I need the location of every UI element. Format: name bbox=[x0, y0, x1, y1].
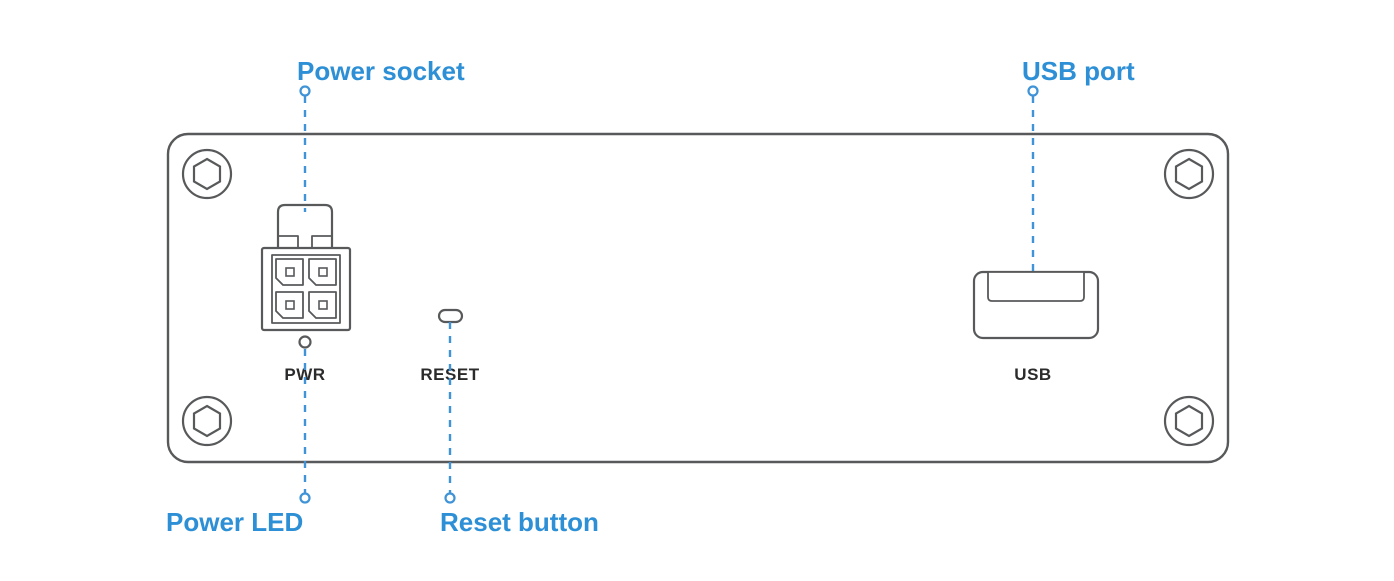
callout-usb-port: USB port bbox=[1022, 56, 1135, 272]
leader-dot-power-led bbox=[299, 492, 311, 504]
hex-socket-icon bbox=[192, 157, 222, 191]
led-circle-icon bbox=[298, 335, 312, 349]
callout-reset-button: Reset button bbox=[440, 322, 599, 537]
hex-socket-icon bbox=[1174, 404, 1204, 438]
callout-label-usb-port: USB port bbox=[1022, 56, 1135, 86]
pin-contact-4 bbox=[318, 300, 328, 310]
power-led-indicator bbox=[298, 335, 312, 349]
leader-dot-power-socket bbox=[299, 85, 311, 97]
pin-contact-2 bbox=[318, 267, 328, 277]
usb-port-connector[interactable] bbox=[972, 270, 1100, 340]
leader-dot-reset-button bbox=[444, 492, 456, 504]
reset-button-pill bbox=[437, 308, 464, 324]
connector-latch-notch bbox=[278, 235, 332, 250]
callout-label-reset-button: Reset button bbox=[440, 507, 599, 537]
screw-top-right bbox=[1163, 148, 1215, 200]
usb-tongue bbox=[987, 271, 1085, 302]
leader-dot-usb-port bbox=[1027, 85, 1039, 97]
silk-label-reset: RESET bbox=[420, 365, 479, 384]
callout-label-power-socket: Power socket bbox=[297, 56, 465, 86]
callout-power-led: Power LED bbox=[166, 349, 311, 537]
panel-outline bbox=[166, 132, 1230, 464]
hex-socket-icon bbox=[192, 404, 222, 438]
pin-contact-3 bbox=[285, 300, 295, 310]
callout-power-socket: Power socket bbox=[297, 56, 465, 212]
screw-top-left bbox=[181, 148, 233, 200]
reset-button-switch[interactable] bbox=[437, 308, 464, 324]
silk-label-usb: USB bbox=[1014, 365, 1051, 384]
hex-socket-icon bbox=[1174, 157, 1204, 191]
pin-contact-1 bbox=[285, 267, 295, 277]
device-panel bbox=[166, 132, 1230, 464]
screw-bottom-right bbox=[1163, 395, 1215, 447]
callout-label-power-led: Power LED bbox=[166, 507, 303, 537]
power-connector[interactable] bbox=[260, 203, 352, 332]
screw-bottom-left bbox=[181, 395, 233, 447]
silk-label-pwr: PWR bbox=[284, 365, 325, 384]
